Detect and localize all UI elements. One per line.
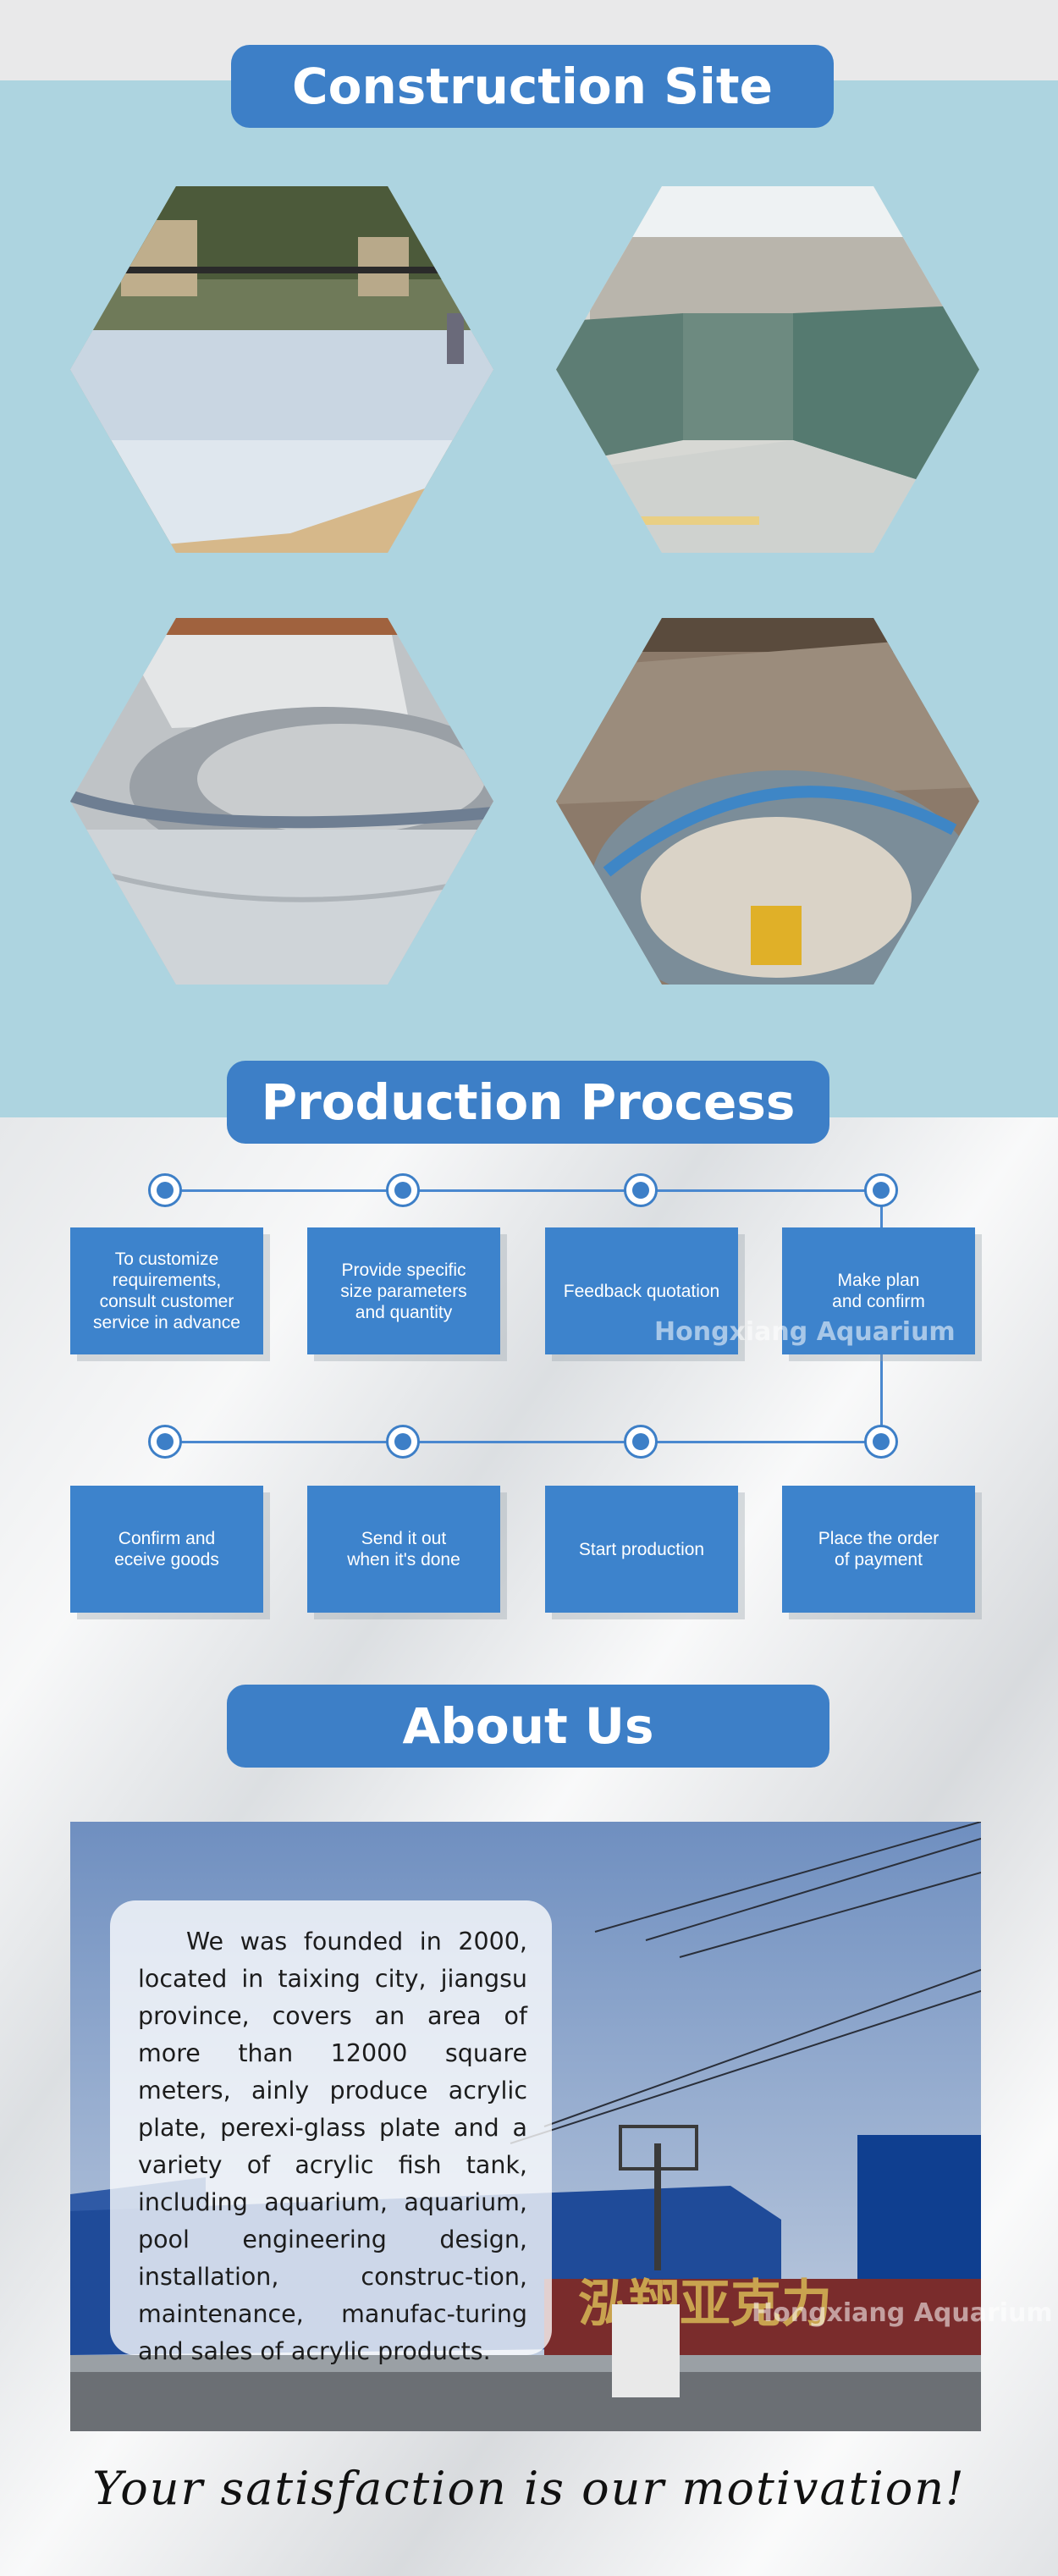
- step-feedback-quotation: Feedback quotation: [545, 1227, 738, 1354]
- about-photo-watermark: Hongxiang Aquarium: [752, 2298, 1053, 2328]
- process-dot: [624, 1173, 658, 1207]
- step-place-order: Place the order of payment: [782, 1486, 975, 1613]
- process-dot: [864, 1425, 898, 1459]
- about-us-title: About Us: [227, 1685, 829, 1768]
- process-watermark: Hongxiang Aquarium: [654, 1317, 956, 1347]
- process-dot: [864, 1173, 898, 1207]
- step-make-plan: Make plan and confirm: [782, 1227, 975, 1354]
- construction-photo-pool: [70, 186, 493, 553]
- process-dot: [624, 1425, 658, 1459]
- step-start-production: Start production: [545, 1486, 738, 1613]
- step-send-out: Send it out when it's done: [307, 1486, 500, 1613]
- step-confirm-receive: Confirm and eceive goods: [70, 1486, 263, 1613]
- construction-site-title: Construction Site: [231, 45, 834, 128]
- production-process-title: Production Process: [227, 1061, 829, 1144]
- process-dot: [386, 1425, 420, 1459]
- process-line-row2: [166, 1441, 882, 1443]
- slogan: Your satisfaction is our motivation!: [92, 2462, 966, 2515]
- process-dot: [148, 1425, 182, 1459]
- about-text-card: [110, 1900, 552, 2355]
- process-line-row1: [166, 1189, 882, 1192]
- process-dot: [386, 1173, 420, 1207]
- step-customize-requirements: To customize requirements, consult custo…: [70, 1227, 263, 1354]
- step-provide-parameters: Provide specific size parameters and qua…: [307, 1227, 500, 1354]
- process-dot: [148, 1173, 182, 1207]
- about-description: We was founded in 2000, located in taixi…: [138, 1928, 527, 2365]
